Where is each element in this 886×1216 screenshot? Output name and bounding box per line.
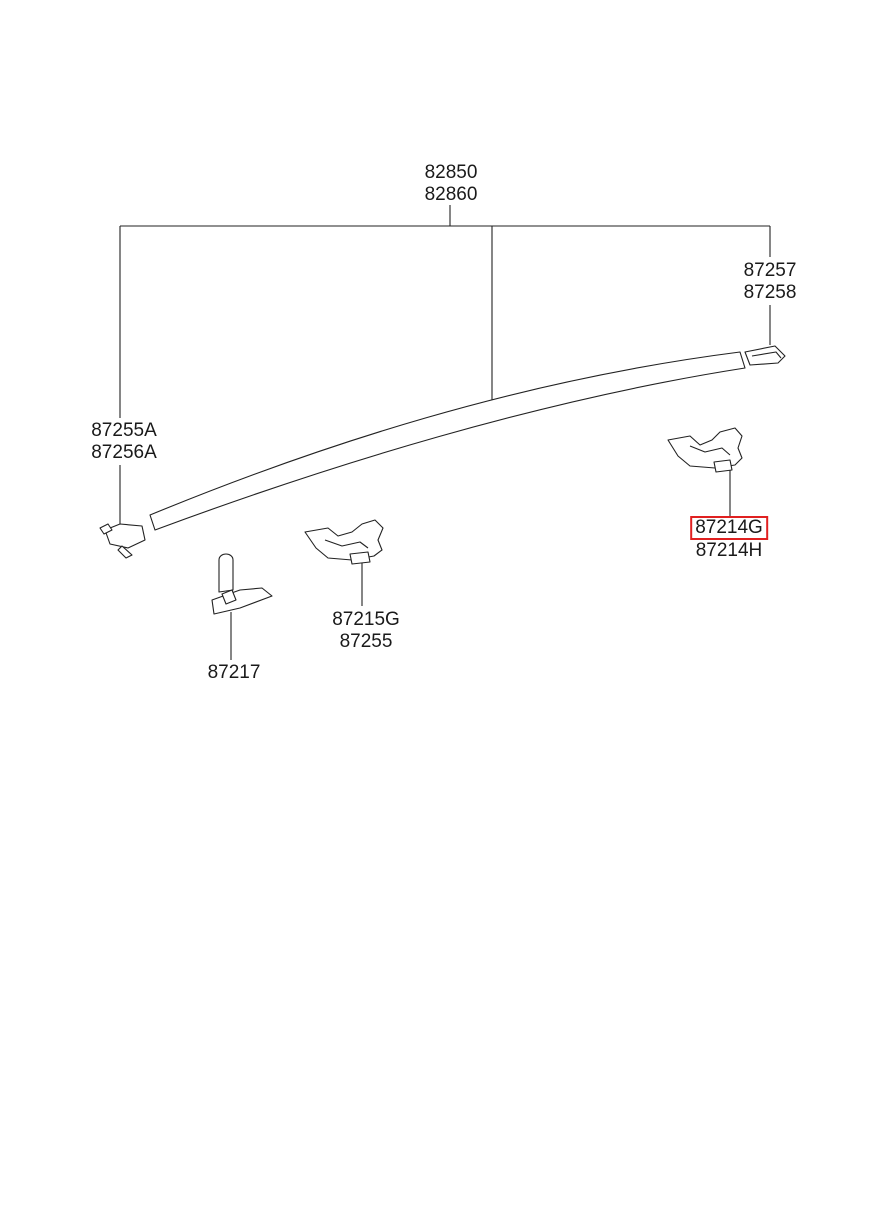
end-cap-left bbox=[99, 523, 146, 559]
clip-center bbox=[304, 519, 384, 565]
callout-end-cap-right: 87257 87258 bbox=[743, 260, 797, 303]
pin-clip bbox=[211, 553, 273, 615]
callout-clip-right: 87214G 87214H bbox=[690, 516, 768, 562]
end-cap-right bbox=[744, 345, 786, 366]
callout-molding: 82850 82860 bbox=[424, 162, 478, 205]
highlighted-part-number[interactable]: 87214G bbox=[690, 516, 768, 540]
leader-lines bbox=[119, 205, 771, 660]
callout-end-cap-left: 87255A 87256A bbox=[91, 420, 157, 463]
callout-pin-clip: 87217 bbox=[207, 662, 261, 683]
clip-right bbox=[667, 427, 743, 473]
roof-molding-strip bbox=[149, 351, 746, 531]
callout-clip-center: 87215G 87255 bbox=[332, 609, 400, 652]
